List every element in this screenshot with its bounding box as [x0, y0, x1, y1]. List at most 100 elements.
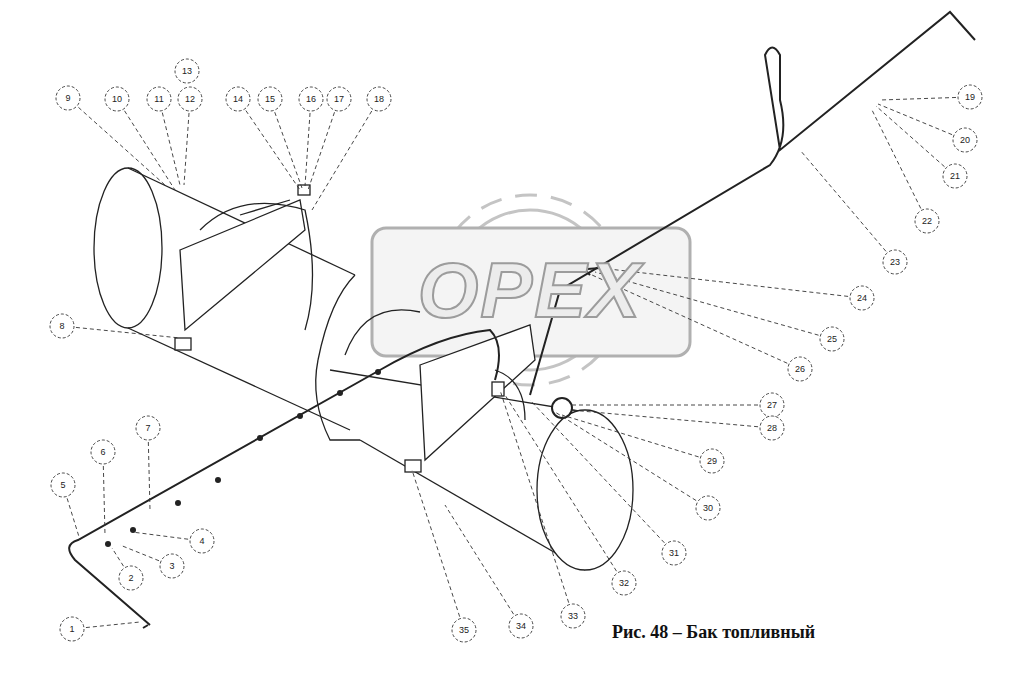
leader-line [308, 112, 334, 190]
callout-circle [299, 87, 323, 111]
callout-circle [136, 416, 160, 440]
callout-circle [509, 614, 533, 638]
leader-line [78, 107, 165, 185]
callout-number: 12 [185, 95, 195, 104]
callout-circle [160, 554, 184, 578]
callout-circle [51, 473, 75, 497]
callout-number: 31 [669, 549, 679, 558]
callout-circle [662, 541, 686, 565]
callout-circle [327, 87, 351, 111]
leader-line [880, 97, 956, 100]
callout-number: 20 [960, 136, 970, 145]
callout-circle [561, 604, 585, 628]
callout-number: 23 [890, 258, 900, 267]
callout-circle [226, 87, 250, 111]
callout-number: 34 [516, 622, 526, 631]
callout-number: 26 [795, 365, 805, 374]
callout-circle [50, 314, 74, 338]
callout-circle [56, 86, 80, 110]
callout-number: 6 [100, 448, 105, 457]
callout-circle [943, 164, 967, 188]
callout-number: 5 [60, 481, 65, 490]
callout-circle [119, 566, 143, 590]
callout-circle [958, 85, 982, 109]
callout-number: 16 [306, 95, 316, 104]
callout-circle [883, 250, 907, 274]
leader-line [878, 104, 952, 135]
callout-frames [50, 59, 982, 642]
leader-line [445, 505, 514, 614]
callout-number: 9 [65, 94, 70, 103]
tank-outline [94, 168, 633, 570]
leader-line [162, 113, 180, 185]
callout-number: 28 [767, 424, 777, 433]
callout-number: 4 [199, 537, 204, 546]
leader-line [876, 106, 945, 167]
callout-number: 7 [145, 424, 150, 433]
leader-line [872, 110, 921, 208]
leader-line [305, 113, 310, 186]
callout-circle [105, 87, 129, 111]
callout-number: 15 [265, 95, 275, 104]
callout-circle [147, 87, 171, 111]
leader-line [67, 498, 80, 540]
callout-circle [696, 496, 720, 520]
leader-line [800, 150, 886, 251]
callout-number: 18 [374, 95, 384, 104]
callout-circle [190, 529, 214, 553]
callout-number: 2 [128, 574, 133, 583]
callout-number: 32 [619, 579, 629, 588]
callout-number: 11 [154, 95, 163, 104]
leader-line [312, 111, 372, 210]
callout-number: 8 [59, 322, 64, 331]
leader-line [132, 532, 188, 539]
leader-line [572, 405, 758, 406]
callout-number: 30 [703, 504, 713, 513]
callout-circle [91, 440, 115, 464]
callout-circle [760, 416, 784, 440]
callout-circle [915, 209, 939, 233]
figure-caption: Рис. 48 – Бак топливный [612, 622, 815, 643]
callout-circle [953, 128, 977, 152]
callout-number: 29 [707, 457, 717, 466]
leader-line [530, 400, 664, 543]
callout-circle [788, 357, 812, 381]
leader-line [246, 111, 300, 190]
leader-line [86, 622, 140, 628]
callout-circle [612, 571, 636, 595]
callout-circle [258, 87, 282, 111]
callout-number: 24 [857, 294, 867, 303]
leader-line [275, 112, 302, 188]
callout-circle [178, 87, 202, 111]
callout-circle [760, 393, 784, 417]
callout-number: 10 [112, 95, 122, 104]
leader-line [412, 470, 460, 617]
callout-number: 17 [334, 95, 344, 104]
callout-number: 19 [965, 93, 975, 102]
leader-line [500, 390, 569, 603]
callout-number: 33 [568, 612, 578, 621]
callout-circle [700, 449, 724, 473]
callout-number: 14 [233, 95, 243, 104]
leader-line [570, 410, 758, 427]
leader-line [112, 548, 124, 566]
callout-number: 22 [922, 217, 932, 226]
leader-line [186, 84, 187, 85]
leader-line [184, 113, 189, 185]
leader-line [103, 466, 105, 535]
callout-number: 13 [182, 67, 192, 76]
leader-line [562, 415, 699, 457]
callout-circle [820, 327, 844, 351]
callout-number: 3 [169, 562, 174, 571]
leader-line [555, 412, 696, 501]
fuel-pipes [69, 12, 975, 628]
callout-number: 35 [459, 626, 469, 635]
pipe-clips [105, 369, 381, 547]
leader-line [76, 327, 180, 338]
leader-line [505, 395, 617, 571]
callout-number: 1 [69, 625, 74, 634]
callout-number: 25 [827, 335, 837, 344]
watermark: OPEX [418, 251, 643, 329]
callout-circle [452, 618, 476, 642]
